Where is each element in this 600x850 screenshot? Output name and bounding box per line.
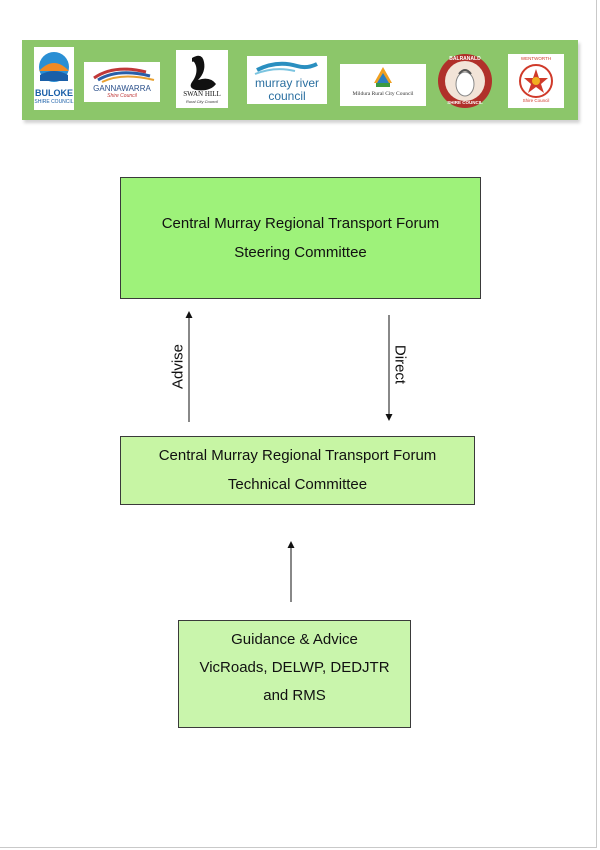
- balranald-sub: SHIRE COUNCIL: [447, 100, 483, 105]
- gannawarra-swoosh-icon: [93, 67, 155, 83]
- mildura-logo: Mildura Rural City Council: [340, 64, 426, 106]
- wentworth-name: WENTWORTH: [520, 56, 552, 61]
- guidance-agencies-cont: and RMS: [263, 687, 326, 704]
- swan-hill-name: SWAN HILL: [183, 90, 221, 98]
- wentworth-logo: WENTWORTH Shire Council: [508, 54, 564, 108]
- murray-river-sub: council: [268, 89, 306, 103]
- guidance-agencies: VicRoads, DELWP, DEDJTR: [199, 659, 390, 676]
- technical-committee-box: Central Murray Regional Transport Forum …: [120, 436, 475, 505]
- balranald-seal-icon: [438, 54, 492, 108]
- gannawarra-name: GANNAWARRA: [93, 84, 151, 93]
- gannawarra-logo: GANNAWARRA Shire Council: [84, 62, 160, 102]
- gannawarra-sub: Shire Council: [107, 93, 137, 99]
- steering-committee-name: Steering Committee: [234, 244, 367, 261]
- murray-river-logo: murray river council: [247, 56, 327, 104]
- swan-hill-logo: SWAN HILL Rural City Council: [176, 50, 228, 108]
- swan-icon: [190, 55, 216, 91]
- steering-committee-box: Central Murray Regional Transport Forum …: [120, 177, 481, 299]
- balranald-logo: BALRANALD SHIRE COUNCIL: [436, 52, 494, 110]
- balranald-name: BALRANALD: [449, 56, 481, 62]
- steering-committee-title: Central Murray Regional Transport Forum: [161, 215, 440, 232]
- guidance-advice-box: Guidance & Advice VicRoads, DELWP, DEDJT…: [178, 620, 411, 728]
- swan-hill-sub: Rural City Council: [185, 99, 218, 104]
- direct-label: Direct: [391, 344, 409, 385]
- technical-committee-name: Technical Committee: [227, 476, 368, 493]
- buloke-name: BULOKE: [35, 88, 73, 98]
- direct-arrow-icon: [385, 315, 393, 421]
- murray-river-name: murray river: [254, 76, 319, 90]
- mildura-emblem-icon: [374, 67, 392, 87]
- buloke-logo: BULOKE SHIRE COUNCIL: [34, 47, 74, 110]
- wentworth-sub: Shire Council: [522, 98, 550, 103]
- murray-river-wave-icon: [254, 61, 318, 75]
- mildura-name: Mildura Rural City Council: [352, 91, 414, 97]
- guidance-arrow-icon: [287, 541, 295, 602]
- technical-committee-title: Central Murray Regional Transport Forum: [158, 447, 437, 464]
- guidance-title: Guidance & Advice: [231, 631, 358, 648]
- buloke-sub: SHIRE COUNCIL: [34, 99, 74, 105]
- buloke-emblem-icon: [39, 52, 69, 82]
- advise-arrow-icon: [185, 311, 193, 422]
- advise-label: Advise: [169, 343, 187, 390]
- council-logo-banner: BULOKE SHIRE COUNCIL GANNAWARRA Shire Co…: [22, 40, 578, 120]
- wentworth-star-icon: [519, 64, 553, 98]
